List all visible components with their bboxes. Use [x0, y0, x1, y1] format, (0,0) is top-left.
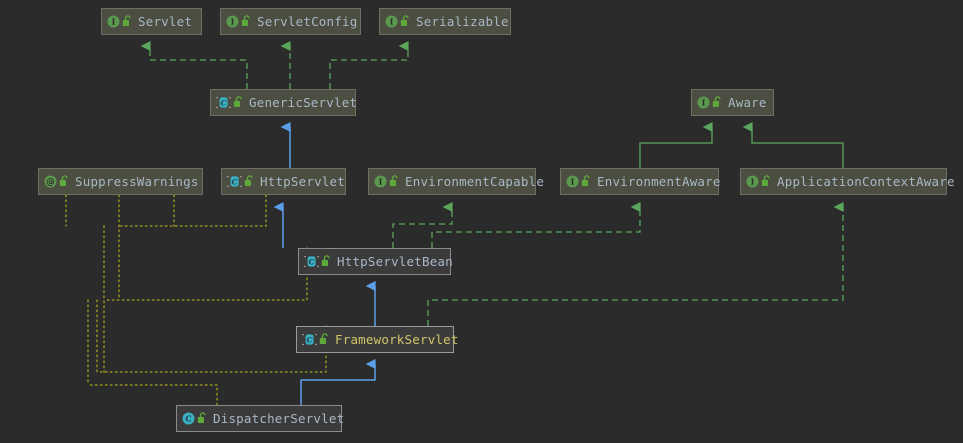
lock-open-icon [581, 175, 592, 188]
class-icon: C [182, 412, 195, 425]
node-label: SuppressWarnings [75, 174, 199, 189]
node-label: ServletConfig [257, 14, 358, 29]
node-label: EnvironmentAware [597, 174, 721, 189]
lock-open-icon [197, 412, 208, 425]
svg-text:C: C [232, 178, 238, 187]
svg-text:I: I [751, 177, 755, 187]
lock-open-icon [59, 175, 70, 188]
svg-text:I: I [379, 177, 383, 187]
node-frameworkservlet[interactable]: C FrameworkServlet [296, 326, 458, 353]
abstract-class-icon: C [223, 175, 246, 188]
node-serializable[interactable]: I Serializable [379, 8, 511, 35]
edge-httpservlet-annotated-suppresswarnings [118, 194, 267, 227]
edge-dispatcherservlet-annotated-suppresswarnings [87, 384, 218, 406]
node-label: EnvironmentCapable [405, 174, 545, 189]
node-environmentaware[interactable]: I EnvironmentAware [560, 168, 721, 195]
node-dispatcherservlet[interactable]: C DispatcherServlet [176, 405, 345, 432]
abstract-class-icon: C [298, 333, 321, 346]
interface-icon: I [226, 15, 239, 28]
svg-text:I: I [702, 98, 706, 108]
node-genericservlet[interactable]: C GenericServlet [210, 89, 358, 116]
annotation-icon: @ [44, 175, 57, 188]
node-servletconfig[interactable]: I ServletConfig [220, 8, 361, 35]
svg-text:@: @ [46, 178, 55, 188]
edge-httpservletbean-annotated-suppresswarnings [103, 247, 308, 301]
lock-open-icon [761, 175, 772, 188]
node-httpservletbean[interactable]: C HttpServletBean [298, 248, 453, 275]
lock-open-icon [241, 15, 252, 28]
node-label: Servlet [138, 14, 193, 29]
node-label: Serializable [416, 14, 509, 29]
lock-open-icon [389, 175, 400, 188]
svg-text:C: C [221, 99, 227, 108]
node-label: DispatcherServlet [213, 411, 345, 426]
node-servlet[interactable]: I Servlet [101, 8, 202, 35]
interface-icon: I [374, 175, 387, 188]
node-suppresswarnings[interactable]: @ SuppressWarnings [38, 168, 203, 195]
interface-icon: I [107, 15, 120, 28]
lock-open-icon [712, 96, 723, 109]
node-label: HttpServletBean [337, 254, 453, 269]
interface-icon: I [746, 175, 759, 188]
svg-text:C: C [185, 414, 191, 424]
interface-icon: I [566, 175, 579, 188]
svg-text:I: I [112, 17, 116, 27]
interface-icon: I [697, 96, 710, 109]
abstract-class-icon: C [300, 255, 323, 268]
node-label: Aware [728, 95, 767, 110]
edge-applicationcontextaware-extends-aware [742, 122, 844, 168]
svg-text:I: I [390, 17, 394, 27]
edge-dispatcherservlet-extends-frameworkservlet [300, 359, 376, 405]
lock-open-icon [319, 333, 330, 346]
svg-text:I: I [571, 177, 575, 187]
node-label: HttpServlet [260, 174, 345, 189]
edge-frameworkservlet-implements-applicationcontextaware [427, 202, 844, 326]
node-aware[interactable]: I Aware [691, 89, 774, 116]
lock-open-icon [122, 15, 133, 28]
lock-open-icon [244, 175, 255, 188]
node-label: ApplicationContextAware [777, 174, 955, 189]
node-environmentcapable[interactable]: I EnvironmentCapable [368, 168, 544, 195]
svg-text:C: C [309, 258, 315, 267]
edge-frameworkservlet-annotated-suppresswarnings [96, 325, 327, 373]
lock-open-icon [400, 15, 411, 28]
abstract-class-icon: C [212, 96, 235, 109]
lock-open-icon [233, 96, 244, 109]
edge-httpservletbean-implements-environmentcapable [392, 202, 453, 248]
svg-text:C: C [307, 336, 313, 345]
node-applicationcontextaware[interactable]: I ApplicationContextAware [740, 168, 955, 195]
node-label: FrameworkServlet [335, 332, 459, 347]
edge-httpservletbean-implements-environmentaware [431, 202, 641, 248]
svg-text:I: I [231, 17, 235, 27]
edge-suppresswarnings-stubs [65, 194, 175, 386]
lock-open-icon [321, 255, 332, 268]
interface-icon: I [385, 15, 398, 28]
edge-genericservlet-implements-serializable [329, 41, 409, 89]
node-httpservlet[interactable]: C HttpServlet [221, 168, 346, 195]
node-label: GenericServlet [249, 95, 358, 110]
edge-genericservlet-implements-servlet [140, 41, 248, 89]
edge-environmentaware-extends-aware [639, 122, 713, 168]
